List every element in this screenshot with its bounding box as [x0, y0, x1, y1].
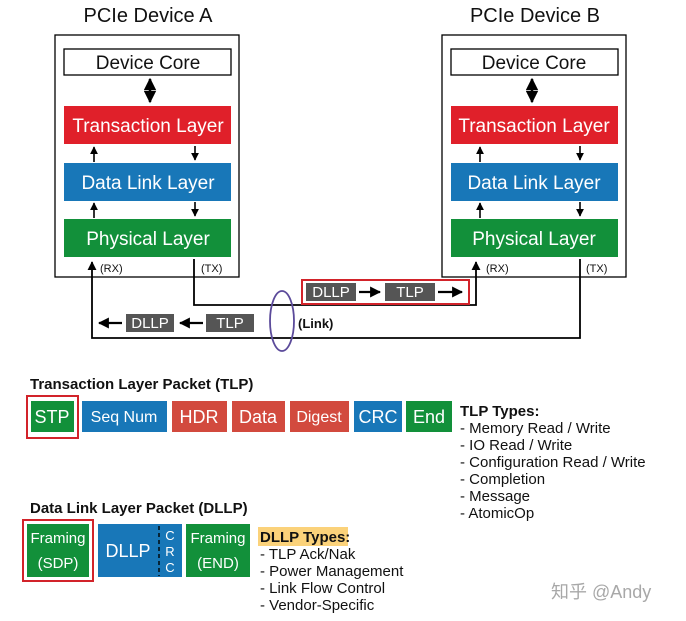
dllp-type-item: - Power Management	[260, 563, 404, 580]
dllp-field-framing-sdp	[27, 524, 89, 577]
dllp-crc-letter: C	[165, 560, 174, 575]
tlp-field-end-label: End	[413, 407, 445, 427]
dllp-types-title: DLLP Types:	[260, 529, 350, 546]
link-wire-b-to-a	[87, 259, 581, 339]
device-a-core-box	[63, 48, 232, 76]
tlp-type-item: - AtomicOp	[460, 505, 534, 522]
link-lower-dllp-box	[126, 314, 174, 332]
link-upper-dllp-box	[306, 283, 356, 301]
dllp-crc-letter: C	[165, 528, 174, 543]
tlp-field-seq-num-label: Seq Num	[91, 409, 158, 426]
tlp-field-digest-label: Digest	[296, 409, 342, 426]
link-label: (Link)	[298, 316, 333, 331]
dllp-section-title: Data Link Layer Packet (DLLP)	[30, 500, 248, 517]
dllp-field-body	[98, 524, 182, 577]
tlp-type-item: - Message	[460, 488, 530, 505]
device-b-tx-label: (TX)	[586, 263, 607, 275]
device-a-datalink-layer	[64, 163, 231, 201]
device-a-transaction-label: Transaction Layer	[72, 116, 224, 137]
link-upper-tlp-label: TLP	[396, 284, 424, 301]
device-b-datalink-label: Data Link Layer	[467, 173, 601, 194]
tlp-field-stp	[31, 401, 74, 432]
device-b-transaction-label: Transaction Layer	[458, 116, 610, 137]
device-a-physical-layer	[64, 219, 231, 257]
device-b-transaction-layer	[451, 106, 618, 144]
tlp-field-hdr-label: HDR	[180, 407, 219, 427]
device-a-title: PCIe Device A	[84, 5, 214, 27]
link-lower-tlp-label: TLP	[216, 315, 244, 332]
watermark: 知乎 @Andy	[551, 582, 651, 602]
dllp-end-label: (END)	[197, 555, 239, 572]
dllp-field-framing-end	[186, 524, 250, 577]
device-b-core-box	[450, 48, 619, 76]
tlp-type-item: - Configuration Read / Write	[460, 454, 646, 471]
dllp-type-item: - Vendor-Specific	[260, 597, 375, 614]
link-upper-dllp-label: DLLP	[312, 284, 350, 301]
link-lower-tlp-box	[206, 314, 254, 332]
device-a-physical-label: Physical Layer	[86, 229, 210, 250]
tlp-field-digest	[290, 401, 349, 432]
device-a-datalink-label: Data Link Layer	[81, 173, 215, 194]
dllp-framing-sdp-label: Framing	[30, 530, 85, 547]
tlp-field-data	[232, 401, 285, 432]
device-b-datalink-layer	[451, 163, 618, 201]
tlp-field-crc-label: CRC	[359, 407, 398, 427]
tlp-field-crc	[354, 401, 402, 432]
dllp-crc-letter: R	[165, 544, 174, 559]
device-b-physical-layer	[451, 219, 618, 257]
dllp-body-label: DLLP	[105, 541, 150, 561]
tlp-field-hdr	[172, 401, 227, 432]
tlp-field-end	[406, 401, 452, 432]
dllp-types-title-highlight	[258, 527, 348, 546]
device-b-core-label: Device Core	[482, 53, 587, 74]
tlp-type-item: - Completion	[460, 471, 545, 488]
dllp-type-item: - TLP Ack/Nak	[260, 546, 356, 563]
link-upper-tlp-box	[385, 283, 435, 301]
dllp-framing-end-label: Framing	[190, 530, 245, 547]
device-a-transaction-layer	[64, 106, 231, 144]
link-lower-dllp-label: DLLP	[131, 315, 169, 332]
dllp-type-item: - Link Flow Control	[260, 580, 385, 597]
tlp-type-item: - IO Read / Write	[460, 437, 572, 454]
tlp-field-stp-label: STP	[34, 407, 69, 427]
tlp-section-title: Transaction Layer Packet (TLP)	[30, 376, 253, 393]
tlp-types-title: TLP Types:	[460, 403, 539, 420]
device-b-rx-label: (RX)	[486, 263, 509, 275]
dllp-sdp-label: (SDP)	[38, 555, 79, 572]
tlp-field-data-label: Data	[239, 407, 278, 427]
device-a-rx-label: (RX)	[100, 263, 123, 275]
link-oval	[269, 290, 295, 352]
device-a-tx-label: (TX)	[201, 263, 222, 275]
tlp-type-item: - Memory Read / Write	[460, 420, 611, 437]
device-b-physical-label: Physical Layer	[472, 229, 596, 250]
device-a-core-label: Device Core	[96, 53, 201, 74]
tlp-field-seq-num	[82, 401, 167, 432]
device-b-title: PCIe Device B	[470, 5, 600, 27]
